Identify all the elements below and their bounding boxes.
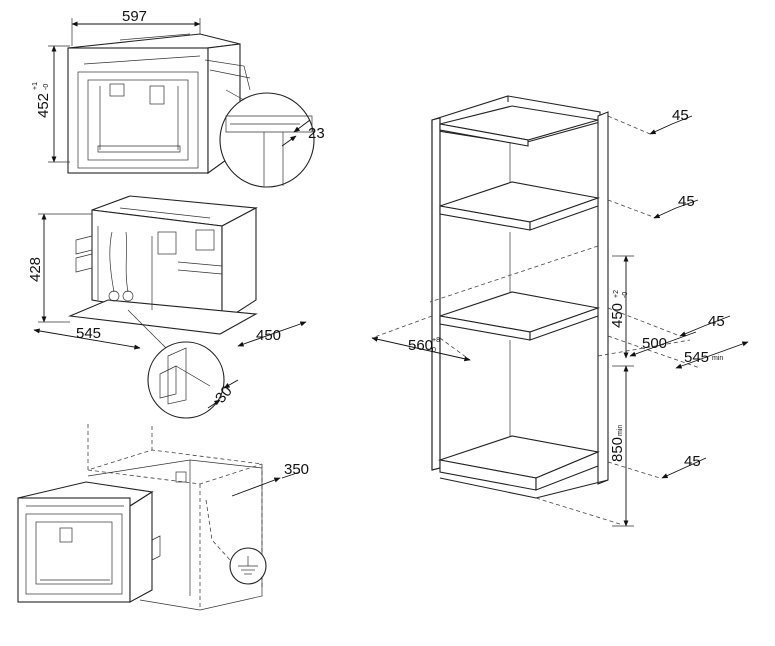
dim-cab-width-tol-plus: +8 <box>432 337 440 344</box>
middle-appliance-view: 428 545 450 30 <box>27 195 307 419</box>
dim-cab-depth-545-suffix: min <box>712 355 723 362</box>
dim-top-detail: 23 <box>308 125 325 142</box>
cabinet-view: 45 45 45 45 560 +8 0 450 +2 -0 500 545 m… <box>371 95 749 527</box>
dim-cab-gap-3: 45 <box>708 313 725 330</box>
dim-top-width: 597 <box>122 8 147 25</box>
dim-mid-height: 428 <box>27 257 44 282</box>
dim-top-height-tol-plus: +1 <box>32 82 39 90</box>
dim-cab-niche-height: 450 <box>609 303 626 328</box>
dim-cab-gap-2: 45 <box>678 193 695 210</box>
dim-cab-gap-1: 45 <box>672 107 689 124</box>
dim-cab-gap-4: 45 <box>684 453 701 470</box>
dim-mid-width: 450 <box>256 327 281 344</box>
dim-cab-niche-tol-plus: +2 <box>613 290 620 298</box>
dim-cab-niche-tol-minus: -0 <box>622 292 629 298</box>
dim-cab-depth-545: 545 <box>684 349 709 366</box>
dim-top-height-tol-minus: -0 <box>43 84 50 90</box>
dim-cab-width: 560 <box>408 337 433 354</box>
dim-mid-depth: 545 <box>76 325 101 342</box>
dim-cab-depth-500: 500 <box>642 335 667 352</box>
dim-cab-height-850: 850 <box>609 437 626 462</box>
dim-cab-height-850-suffix: min <box>617 425 624 436</box>
dim-top-height: 452 <box>35 93 52 118</box>
bottom-installation-view: 350 <box>17 424 309 611</box>
dim-cab-width-tol-minus: 0 <box>432 347 436 354</box>
top-appliance-view: 597 452 +1 -0 23 <box>32 8 325 188</box>
dim-bottom-gap: 350 <box>284 461 309 478</box>
